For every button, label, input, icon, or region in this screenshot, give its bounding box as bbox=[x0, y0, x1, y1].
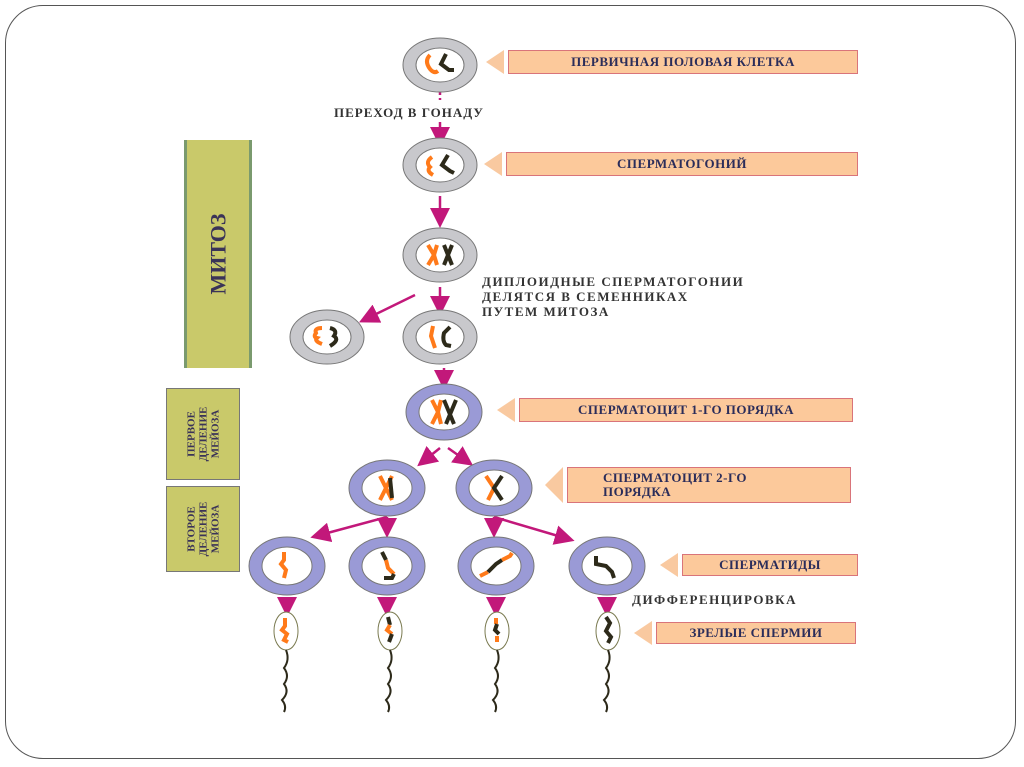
cell-spermatogonium bbox=[402, 137, 478, 193]
arrow-sc1-left bbox=[417, 445, 441, 467]
pointer-icon bbox=[545, 467, 563, 503]
label-mature-sperm: ЗРЕЛЫЕ СПЕРМИИ bbox=[689, 625, 823, 640]
phase-meiosis-1: ПЕРВОЕ ДЕЛЕНИЕ МЕЙОЗА bbox=[166, 388, 240, 480]
callout-spermatocyte-1: СПЕРМАТОЦИТ 1-ГО ПОРЯДКА bbox=[497, 398, 853, 422]
arrow-sc2b-right bbox=[493, 515, 575, 545]
callout-spermatids: СПЕРМАТИДЫ bbox=[660, 553, 858, 577]
cell-spermatocyte-2-left bbox=[348, 459, 426, 517]
cell-spermatocyte-2-right bbox=[455, 459, 533, 517]
sperm-1 bbox=[273, 611, 299, 713]
arrow-sc1-right bbox=[447, 446, 474, 466]
phase-meiosis-1-label: ПЕРВОЕ ДЕЛЕНИЕ МЕЙОЗА bbox=[185, 406, 221, 462]
callout-mature-sperm: ЗРЕЛЫЕ СПЕРМИИ bbox=[634, 621, 856, 645]
label-primary-germ-cell: ПЕРВИЧНАЯ ПОЛОВАЯ КЛЕТКА bbox=[571, 54, 795, 69]
phase-meiosis-2: ВТОРОЕ ДЕЛЕНИЕ МЕЙОЗА bbox=[166, 486, 240, 572]
phase-mitosis-label: МИТОЗ bbox=[205, 213, 230, 295]
phase-meiosis-2-label: ВТОРОЕ ДЕЛЕНИЕ МЕЙОЗА bbox=[185, 501, 221, 557]
cell-spermatocyte-1 bbox=[405, 383, 483, 441]
cell-primary-germ bbox=[402, 37, 478, 93]
pointer-icon bbox=[634, 621, 652, 645]
pointer-icon bbox=[486, 50, 504, 74]
cell-spermatid-1 bbox=[248, 536, 326, 596]
sperm-4 bbox=[595, 611, 621, 713]
sperm-2 bbox=[377, 611, 403, 713]
label-spermatogonium: СПЕРМАТОГОНИЙ bbox=[617, 156, 747, 171]
pointer-icon bbox=[484, 152, 502, 176]
sperm-3 bbox=[484, 611, 510, 713]
arrow-sc2a-left bbox=[310, 515, 388, 543]
cell-spermatid-3 bbox=[457, 536, 535, 596]
callout-spermatocyte-2: СПЕРМАТОЦИТ 2-ГО ПОРЯДКА bbox=[545, 467, 851, 503]
label-diploid-note: ДИПЛОИДНЫЕ СПЕРМАТОГОНИИ ДЕЛЯТСЯ В СЕМЕН… bbox=[482, 274, 745, 319]
pointer-icon bbox=[497, 398, 515, 422]
phase-mitosis: МИТОЗ bbox=[184, 140, 252, 368]
arrow-diploid-left bbox=[359, 293, 416, 323]
pointer-icon bbox=[660, 553, 678, 577]
label-differentiation: ДИФФЕРЕНЦИРОВКА bbox=[632, 592, 797, 607]
callout-primary-germ-cell: ПЕРВИЧНАЯ ПОЛОВАЯ КЛЕТКА bbox=[486, 50, 858, 74]
cell-spermatid-4 bbox=[568, 536, 646, 596]
arrows bbox=[277, 91, 617, 617]
label-spermatocyte-2: СПЕРМАТОЦИТ 2-ГО ПОРЯДКА bbox=[603, 470, 748, 499]
callout-spermatogonium: СПЕРМАТОГОНИЙ bbox=[484, 152, 858, 176]
cell-mitotic-daughter-right bbox=[402, 309, 478, 365]
label-spermatocyte-1: СПЕРМАТОЦИТ 1-ГО ПОРЯДКА bbox=[578, 402, 794, 417]
cell-diploid-spermatogonium bbox=[402, 227, 478, 283]
label-spermatids: СПЕРМАТИДЫ bbox=[719, 557, 821, 572]
label-transition-to-gonad: ПЕРЕХОД В ГОНАДУ bbox=[334, 105, 484, 120]
cell-spermatid-2 bbox=[348, 536, 426, 596]
cell-mitotic-daughter-left bbox=[289, 309, 365, 365]
